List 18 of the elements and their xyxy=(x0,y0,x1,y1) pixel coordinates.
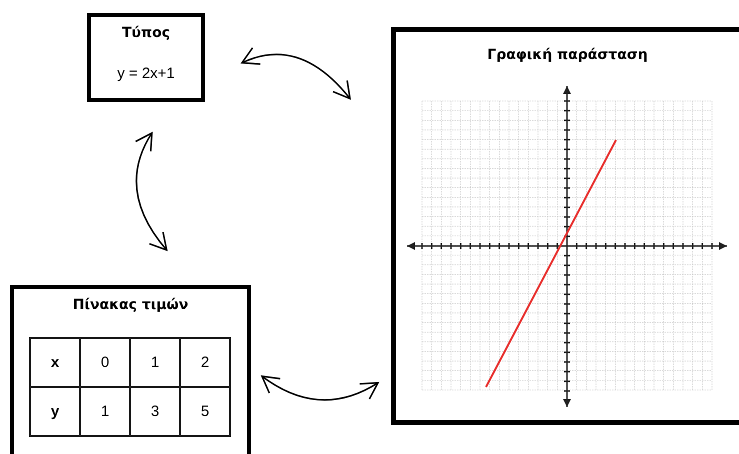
table-header-cell: y xyxy=(30,387,80,436)
table-cell: 0 xyxy=(80,338,130,387)
formula-text: y = 2x+1 xyxy=(117,65,175,82)
table-cell: 3 xyxy=(130,387,180,436)
box-title: Πίνακας τιμών xyxy=(72,297,188,313)
process-box xyxy=(87,13,205,102)
curved-arrow xyxy=(261,375,379,401)
box-title: Γραφική παράσταση xyxy=(487,47,648,63)
process-box xyxy=(10,285,251,454)
table-cell: 5 xyxy=(180,387,230,436)
table-cell: 1 xyxy=(80,387,130,436)
table-header-cell: x xyxy=(30,338,80,387)
curved-arrow xyxy=(135,132,168,251)
box-title: Τύπος xyxy=(122,25,170,41)
table-cell: 2 xyxy=(180,338,230,387)
process-box xyxy=(391,27,739,425)
curved-arrow xyxy=(241,48,351,100)
table-cell: 1 xyxy=(130,338,180,387)
